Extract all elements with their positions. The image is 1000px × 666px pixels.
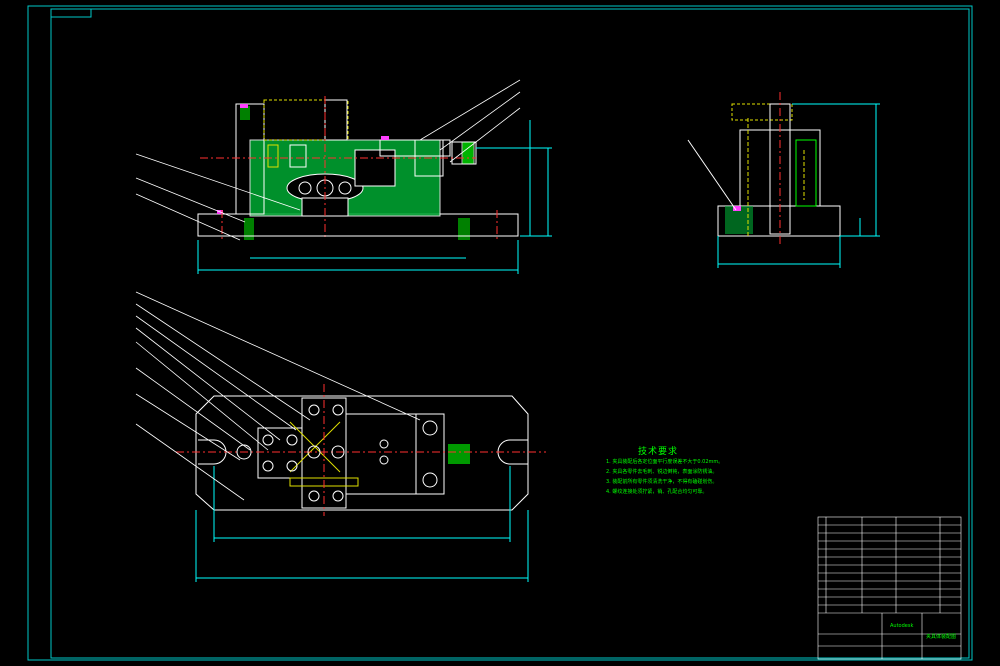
requirement-line: 1. 夹具装配后各定位面平行度误差不大于0.02mm。 <box>606 459 724 465</box>
requirement-line: 3. 装配前所有零件须清洗干净，不得有磕碰划伤。 <box>606 479 718 485</box>
title-block-drawing-name: 夹具体装配图 <box>926 634 957 640</box>
title-block-grid <box>817 516 962 660</box>
front-view-leaders <box>135 79 521 241</box>
top-view <box>176 384 546 582</box>
technical-requirements: 技术要求 1. 夹具装配后各定位面平行度误差不大于0.02mm。 2. 夹具各零… <box>606 444 826 497</box>
title-block: Autodesk 夹具体装配图 <box>818 517 961 659</box>
requirement-line: 4. 螺纹连接处须拧紧，销、孔配合均匀可靠。 <box>606 489 708 495</box>
sheet-frame <box>27 5 973 661</box>
top-view-leaders <box>135 291 421 501</box>
requirement-line: 2. 夹具各零件去毛刺、锐边倒钝，表面涂防锈油。 <box>606 469 718 475</box>
side-view <box>687 92 880 268</box>
front-view <box>197 96 552 274</box>
title-block-school: Autodesk <box>890 623 914 629</box>
technical-requirements-title: 技术要求 <box>638 447 679 457</box>
